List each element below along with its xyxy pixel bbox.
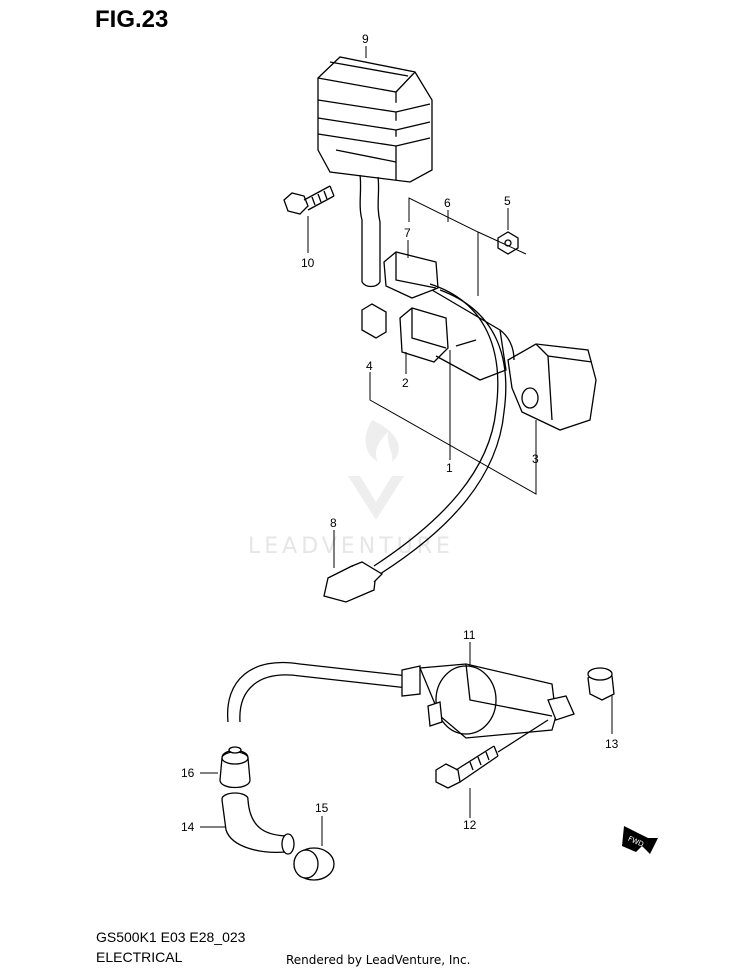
- callout-1: 1: [446, 461, 453, 475]
- callout-6: 6: [444, 196, 451, 210]
- cap-15: [293, 847, 335, 881]
- callout-16: 16: [181, 766, 195, 780]
- spacer-13: [587, 667, 615, 701]
- cap-16: [219, 746, 251, 789]
- ignition-coil-11: [227, 661, 575, 739]
- figure-title: FIG.23: [95, 6, 169, 33]
- fwd-arrow-icon: FWD: [622, 826, 658, 854]
- watermark-text: LEADVENTURE: [248, 534, 454, 559]
- section-name: ELECTRICAL: [96, 949, 183, 965]
- callout-13: 13: [605, 737, 619, 751]
- switch-assembly: [361, 251, 597, 431]
- callout-8: 8: [330, 516, 337, 530]
- callout-7: 7: [404, 226, 411, 240]
- plug-cap-14: [221, 792, 295, 855]
- callout-9: 9: [362, 32, 369, 46]
- bolt-10: [283, 185, 335, 215]
- callout-5: 5: [504, 194, 511, 208]
- callout-3: 3: [532, 452, 539, 466]
- callout-4: 4: [366, 359, 373, 373]
- model-code: GS500K1 E03 E28_023: [96, 929, 246, 945]
- callout-14: 14: [181, 820, 195, 834]
- callout-12: 12: [463, 818, 477, 832]
- callout-11: 11: [463, 628, 476, 642]
- callout-15: 15: [315, 801, 329, 815]
- callout-10: 10: [301, 256, 315, 270]
- regulator-rectifier: [317, 56, 433, 288]
- leader-lines: [200, 46, 613, 846]
- spark-plug-lead-8: [323, 283, 507, 603]
- callout-2: 2: [402, 376, 409, 390]
- render-credit: Rendered by LeadVenture, Inc.: [286, 953, 471, 967]
- watermark-logo: [348, 420, 404, 520]
- bolt-12: [435, 719, 549, 789]
